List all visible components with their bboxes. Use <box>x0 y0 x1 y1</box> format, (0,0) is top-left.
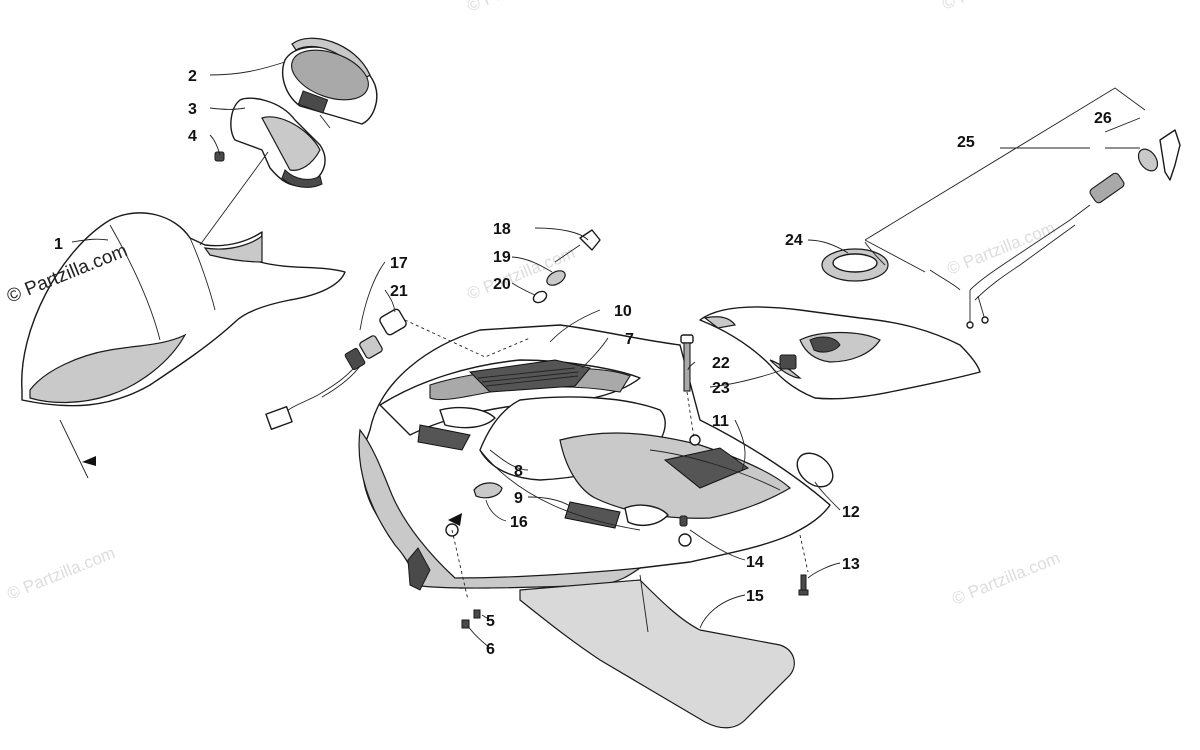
part-26-lever <box>1137 129 1181 181</box>
main-console-body <box>358 324 831 601</box>
watermark-text: © Partzilla.com <box>464 0 577 16</box>
callout-label: 5 <box>486 613 495 630</box>
part-23-rear-cover <box>699 306 981 400</box>
callout-label: 14 <box>746 554 764 571</box>
part-17-ignition-harness <box>265 308 407 430</box>
leader-lines <box>71 61 1146 649</box>
part-14-screw <box>679 515 688 527</box>
part-2-gauge <box>282 37 378 129</box>
part-19-washer <box>546 270 566 286</box>
callout-label: 15 <box>746 588 764 605</box>
callout-label: 13 <box>842 556 860 573</box>
callout-label: 6 <box>486 641 495 658</box>
callout-label: 12 <box>842 504 860 521</box>
callout-label: 4 <box>188 128 197 145</box>
callout-label: 8 <box>514 463 523 480</box>
part-20-nut <box>532 290 548 304</box>
part-15-foam-pad <box>519 579 795 729</box>
callout-label: 18 <box>493 221 511 238</box>
watermark-text: © Partzilla.com <box>944 218 1057 279</box>
callout-label: 23 <box>712 380 730 397</box>
callout-label: 7 <box>625 331 634 348</box>
callout-label: 19 <box>493 249 511 266</box>
callout-label: 2 <box>188 68 197 85</box>
part-12-plug <box>796 452 834 488</box>
callout-label: 26 <box>1094 110 1112 127</box>
part-22-bolt <box>680 334 695 439</box>
callout-label: 16 <box>510 514 528 531</box>
part-13-screw <box>798 574 809 596</box>
watermark-text: © Partzilla.com <box>4 543 117 604</box>
callout-label: 21 <box>390 283 408 300</box>
callout-label: 3 <box>188 101 197 118</box>
callout-label: 20 <box>493 276 511 293</box>
callout-label: 1 <box>54 236 63 253</box>
watermark-text: © Partzilla.com <box>939 0 1052 14</box>
callout-label: 11 <box>712 413 729 430</box>
callout-label: 10 <box>614 303 632 320</box>
part-25-cable <box>966 172 1125 329</box>
callout-label: 9 <box>514 490 523 507</box>
callouts: 2 3 4 1 5 6 7 8 9 10 11 12 13 14 15 16 1… <box>54 68 1112 658</box>
watermark-text: © Partzilla.com <box>949 548 1062 609</box>
callout-label: 17 <box>390 255 408 272</box>
part-1-front-cover <box>21 212 346 479</box>
part-5-6-fasteners <box>461 609 481 629</box>
part-18-key <box>554 229 601 263</box>
callout-label: 25 <box>957 134 975 151</box>
part-3-bracket <box>230 97 326 188</box>
callout-label: 24 <box>785 232 803 249</box>
callout-label: 22 <box>712 355 730 372</box>
part-24-gasket <box>821 248 889 282</box>
